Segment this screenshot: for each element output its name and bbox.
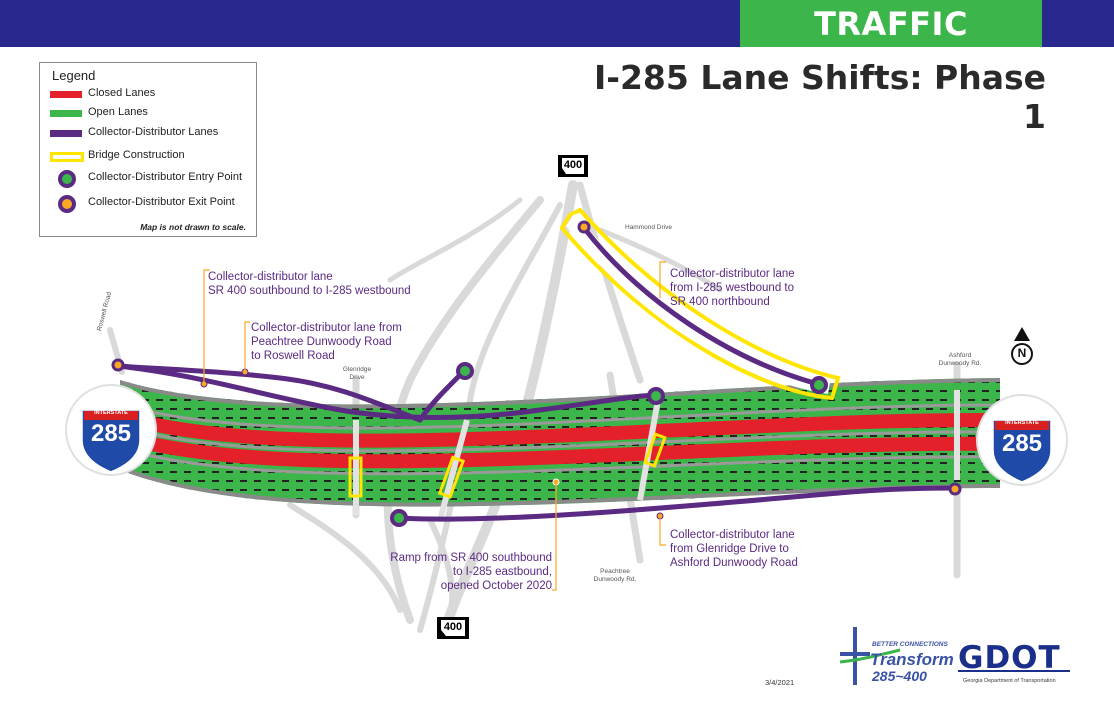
sr400-shield-bottom-number: 400: [443, 621, 463, 633]
callout-peachtree-to-roswell: Collector-distributor lane from Peachtre…: [251, 322, 402, 362]
bridge-construction-swatch: [50, 152, 84, 162]
closed-lanes-swatch: [50, 91, 82, 98]
callout-glenridge-to-ashford: Collector-distributor lane from Glenridg…: [670, 529, 798, 569]
callout-sr400-sb-to-i285-wb: Collector-distributor lane SR 400 southb…: [208, 271, 411, 297]
sr400-shield-bottom: [437, 617, 469, 639]
bridge-construction-markers: [348, 207, 841, 499]
interstate-shield-left-number: 285: [90, 420, 132, 447]
gdot-logo-subtitle: Georgia Department of Transportation: [963, 678, 1056, 684]
callout-ramp-sr400-sb: Ramp from SR 400 southbound to I-285 eas…: [390, 552, 552, 592]
cd-lanes-swatch: [50, 130, 82, 137]
interstate-shield-left-word: INTERSTATE: [94, 410, 128, 416]
road-label-ashford: Ashford Dunwoody Rd.: [938, 352, 982, 367]
interstate-shield-left: [65, 384, 157, 476]
legend: Legend Closed Lanes Open Lanes Collector…: [39, 62, 257, 237]
gdot-logo: GDOT: [958, 640, 1061, 676]
traffic-change-badge: TRAFFIC CHANGE: [740, 0, 1042, 92]
legend-title: Legend: [52, 68, 96, 83]
transform-logo-main: Transform: [870, 650, 954, 669]
transform-logo-top: BETTER CONNECTIONS: [872, 641, 948, 648]
entry-points: [390, 362, 828, 527]
north-arrow-icon: [1011, 327, 1033, 365]
gdot-logo-graphic: [958, 670, 1070, 672]
road-label-hammond: Hammond Drive: [625, 224, 672, 231]
callout-leaders: [203, 261, 666, 591]
legend-note: Map is not drawn to scale.: [140, 222, 246, 232]
transform-logo-nums: 285~400: [872, 668, 927, 684]
entry-point-icon: [58, 170, 76, 188]
north-arrow-label: N: [1017, 346, 1027, 360]
open-lanes-swatch: [50, 110, 82, 117]
sr400-shield-top: [558, 155, 588, 177]
publish-date: 3/4/2021: [765, 678, 795, 687]
exit-point-icon: [58, 195, 76, 213]
sr400-shield-top-number: 400: [563, 159, 583, 171]
interstate-shield-right: [976, 394, 1068, 486]
road-label-glenridge: Glenridge Drive: [342, 366, 372, 381]
road-label-peachtree: Peachtree Dunwoody Rd.: [593, 568, 637, 583]
collector-distributor-lanes: [115, 225, 958, 522]
transform-logo-graphic: [839, 627, 901, 685]
interstate-shield-right-number: 285: [1001, 430, 1043, 457]
page-title: I-285 Lane Shifts: Phase 1: [593, 58, 1046, 136]
callout-i285-wb-to-sr400-nb: Collector-distributor lane from I-285 we…: [670, 268, 795, 308]
interstate-shield-right-word: INTERSTATE: [1005, 420, 1039, 426]
